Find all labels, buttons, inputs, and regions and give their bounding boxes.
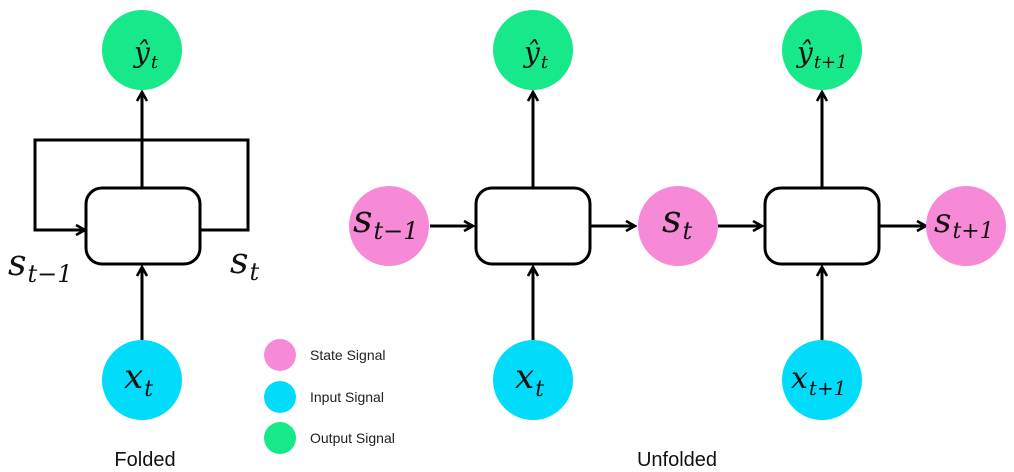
state-next-node [926, 186, 1006, 266]
legend-input-swatch [264, 381, 296, 413]
rnn-cell-t1 [763, 186, 881, 266]
folded-output-label: ŷt [132, 36, 159, 73]
legend-state-swatch [264, 339, 296, 371]
output-t-node [493, 10, 573, 90]
legend-item-output: Output Signal [264, 422, 395, 454]
state-mid-node [638, 186, 718, 266]
legend-output-swatch [264, 422, 296, 454]
legend: State Signal Input Signal Output Signal [264, 339, 395, 454]
state-prev-node [349, 186, 429, 266]
state-mid-label: st [662, 197, 693, 245]
state-next-label: st+1 [934, 201, 994, 244]
folded-caption: Folded [114, 449, 175, 471]
legend-input-label: Input Signal [310, 389, 384, 405]
folded-input-node [102, 340, 182, 420]
rnn-cell-t [474, 186, 592, 266]
input-t1-node [782, 340, 862, 420]
folded-diagram: ŷt xt st−1 st Folded [8, 10, 259, 471]
legend-output-label: Output Signal [310, 430, 395, 446]
unfolded-diagram: st−1 st st+1 ŷt ŷt+1 xt xt+1 Unf [349, 10, 1006, 471]
output-t-label: ŷt [522, 36, 549, 73]
legend-item-input: Input Signal [264, 381, 384, 413]
input-t-label: xt [515, 357, 544, 402]
folded-input-label: xt [124, 357, 153, 402]
output-t1-node [782, 10, 862, 90]
state-prev-label: st−1 [353, 197, 419, 245]
folded-state-in-label: st−1 [8, 243, 73, 288]
input-t1-label: xt+1 [791, 361, 846, 400]
legend-item-state: State Signal [264, 339, 386, 371]
folded-state-out-label: st [230, 241, 259, 286]
unfolded-caption: Unfolded [637, 449, 717, 471]
input-t-node [493, 340, 573, 420]
legend-state-label: State Signal [310, 347, 386, 363]
output-t1-label: ŷt+1 [795, 36, 848, 73]
folded-rnn-cell [84, 186, 202, 266]
folded-output-node [102, 10, 182, 90]
